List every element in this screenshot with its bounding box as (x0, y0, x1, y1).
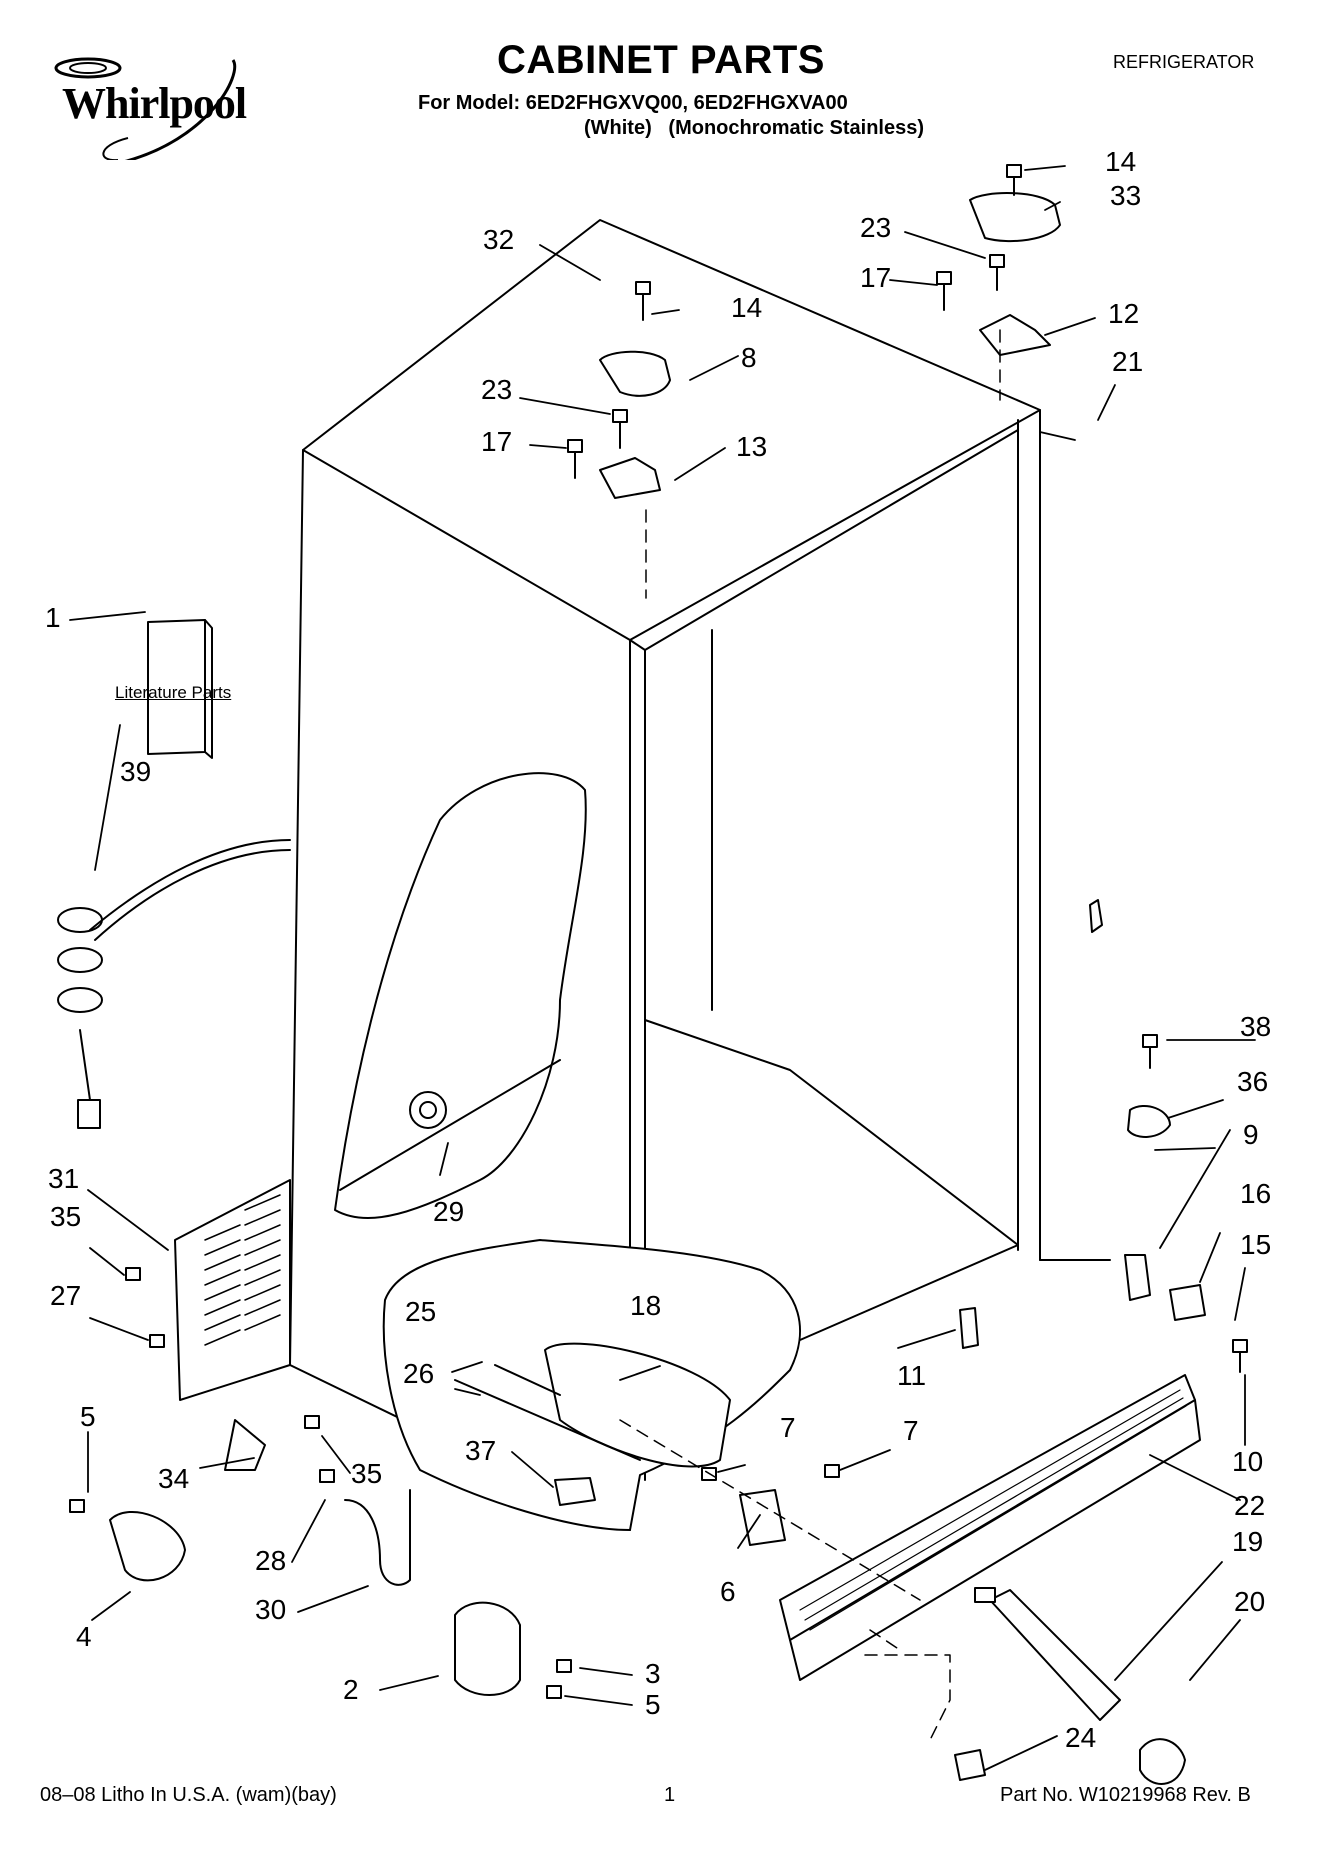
cutaway-upper (334, 772, 587, 1219)
callout-35a: 35 (50, 1201, 82, 1232)
callout-5b: 5 (645, 1689, 661, 1720)
callout-22: 22 (1234, 1490, 1266, 1521)
callout-17b: 17 (860, 262, 892, 293)
model-line: For Model: 6ED2FHGXVQ00, 6ED2FHGXVA00 (418, 92, 848, 114)
power-cord (57, 839, 291, 1129)
logo-swirl-icon (54, 57, 237, 160)
callout-38: 38 (1240, 1011, 1272, 1042)
footer-page-number: 1 (664, 1784, 676, 1806)
door-stop-left (224, 1419, 266, 1471)
footer-part-number: Part No. W10219968 Rev. B (1000, 1784, 1251, 1806)
bottom-hinge-right (1124, 1254, 1151, 1301)
callout-23b: 23 (860, 212, 892, 243)
callout-32: 32 (483, 224, 515, 255)
filter-bypass (954, 1749, 986, 1781)
callout-11: 11 (897, 1360, 927, 1391)
callout-28: 28 (255, 1545, 287, 1576)
callout-27: 27 (50, 1280, 82, 1311)
small-bracket-11 (959, 1307, 979, 1349)
callout-25: 25 (405, 1296, 437, 1327)
callout-23a: 23 (481, 374, 513, 405)
callout-1: 1 (45, 602, 61, 633)
cabinet-bracket (739, 1489, 786, 1546)
water-tube (344, 1489, 411, 1586)
callout-16: 16 (1240, 1178, 1272, 1209)
tube-25 (494, 1364, 561, 1396)
callout-19: 19 (1232, 1526, 1264, 1557)
callout-37: 37 (465, 1435, 497, 1466)
footer-litho: 08–08 Litho In U.S.A. (wam)(bay) (40, 1784, 337, 1806)
callout-17a: 17 (481, 426, 513, 457)
callout-7a: 7 (780, 1412, 796, 1443)
callout-34: 34 (158, 1463, 190, 1494)
callout-6: 6 (720, 1576, 736, 1607)
grommet (409, 1091, 447, 1129)
callout-2: 2 (343, 1674, 359, 1705)
brand-name: Whirlpool (62, 79, 247, 128)
callout-15: 15 (1240, 1229, 1272, 1260)
callout-21: 21 (1112, 346, 1144, 377)
callout-24: 24 (1065, 1722, 1097, 1753)
tube-26 (454, 1379, 641, 1461)
callout-35b: 35 (351, 1458, 383, 1489)
bottom-hinge-left (109, 1510, 186, 1582)
callout-33: 33 (1110, 180, 1142, 211)
callout-4: 4 (76, 1621, 92, 1652)
category-label: REFRIGERATOR (1113, 52, 1255, 72)
callout-20: 20 (1234, 1586, 1266, 1617)
variant-line: (White) (Monochromatic Stainless) (584, 117, 925, 139)
callout-39: 39 (120, 756, 152, 787)
callout-36: 36 (1237, 1066, 1269, 1097)
callout-26: 26 (403, 1358, 435, 1389)
filter-cap (1139, 1738, 1186, 1785)
screws (69, 164, 1248, 1699)
callout-29: 29 (433, 1196, 465, 1227)
rear-vent-panel (174, 1179, 291, 1401)
literature-parts-label: Literature Parts (115, 683, 232, 702)
clip-37 (554, 1477, 596, 1506)
top-left-hinge (599, 457, 661, 499)
callout-8: 8 (741, 342, 757, 373)
callout-5a: 5 (80, 1401, 96, 1432)
top-left-hinge-cover (599, 350, 671, 397)
callout-18: 18 (630, 1290, 662, 1321)
callout-13: 13 (736, 431, 768, 462)
top-right-hinge-cover (969, 192, 1061, 243)
wire-bracket (1127, 1105, 1171, 1138)
callout-7b: 7 (903, 1415, 919, 1446)
brand-logo: Whirlpool (28, 50, 268, 160)
callout-30: 30 (255, 1594, 287, 1625)
leader-lines (69, 165, 1256, 1771)
callout-14b: 14 (1105, 146, 1137, 177)
bottom-center-hinge (454, 1601, 521, 1696)
callout-9: 9 (1243, 1119, 1259, 1150)
callout-3: 3 (645, 1658, 661, 1689)
water-filter (989, 1589, 1121, 1721)
callout-10: 10 (1232, 1446, 1264, 1477)
callout-31: 31 (48, 1163, 80, 1194)
page-title: CABINET PARTS (497, 38, 825, 82)
door-closer (1089, 899, 1103, 933)
callout-14a: 14 (731, 292, 763, 323)
top-right-hinge (979, 314, 1051, 356)
callout-12: 12 (1108, 298, 1140, 329)
